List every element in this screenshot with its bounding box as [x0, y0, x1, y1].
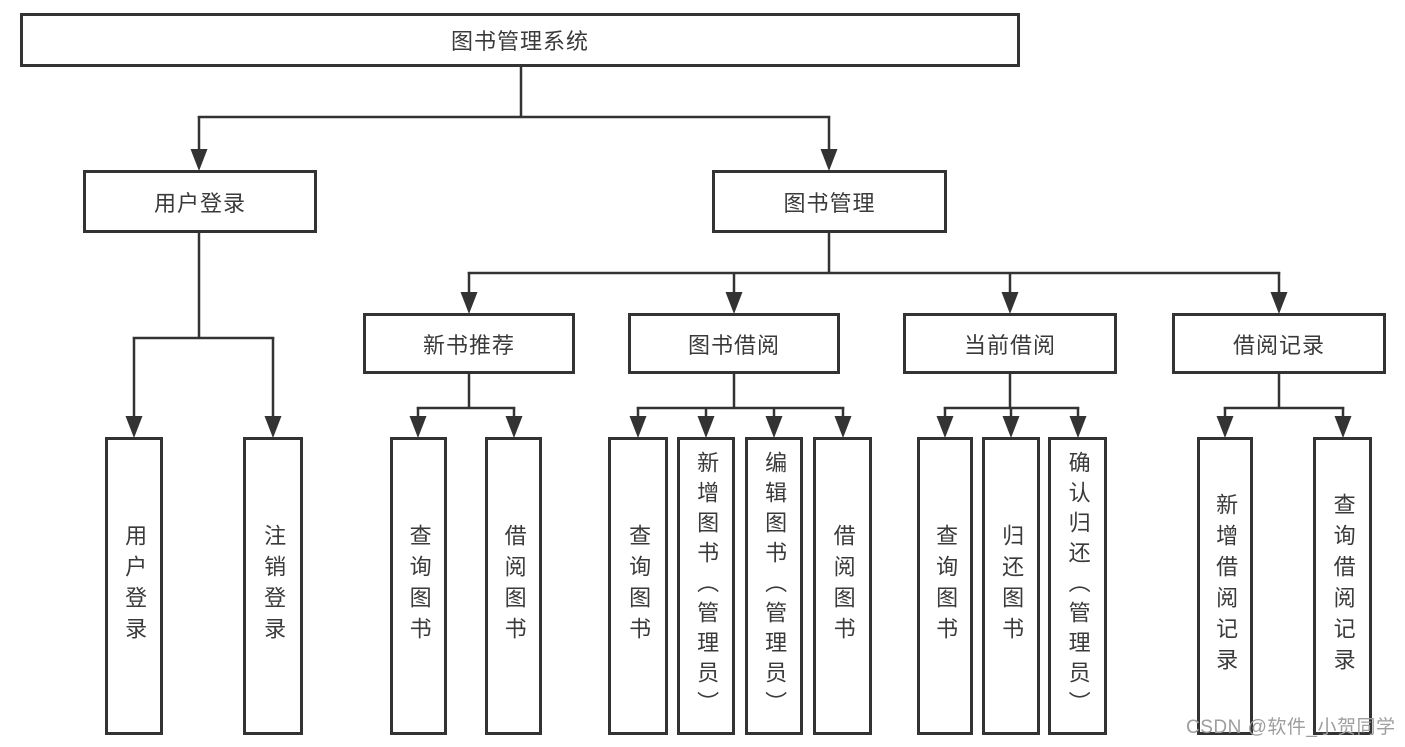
leaf-query-books-2-label: 查询图书	[626, 524, 652, 648]
leaf-query-books-3: 查询图书	[917, 437, 973, 735]
node-user-login: 用户登录	[83, 170, 317, 233]
leaf-add-borrow-record-label: 新增借阅记录	[1213, 493, 1239, 679]
leaf-query-books-3-label: 查询图书	[933, 524, 959, 648]
leaf-add-borrow-record: 新增借阅记录	[1197, 437, 1253, 735]
leaf-query-borrow-record: 查询借阅记录	[1313, 437, 1372, 735]
leaf-borrow-books-1-label: 借阅图书	[501, 524, 527, 648]
leaf-add-book-admin-label: 新增图书（管理员）	[694, 451, 720, 721]
connector-root-to-level1	[190, 67, 838, 171]
leaf-edit-book-admin: 编辑图书（管理员）	[745, 437, 803, 735]
leaf-query-books-1-label: 查询图书	[406, 524, 432, 648]
leaf-borrow-books-1: 借阅图书	[485, 437, 542, 735]
node-book-borrow: 图书借阅	[628, 313, 840, 374]
node-book-management: 图书管理	[712, 170, 947, 233]
node-library-system: 图书管理系统	[20, 13, 1020, 67]
connector-book-management-to-level2	[460, 233, 1288, 314]
node-library-system-label: 图书管理系统	[450, 29, 589, 54]
node-new-book-recommend-label: 新书推荐	[422, 332, 515, 358]
connector-new-book-recommend-children	[409, 374, 523, 438]
connector-borrow-records-children	[1216, 374, 1352, 438]
leaf-query-borrow-record-label: 查询借阅记录	[1330, 493, 1356, 679]
leaf-borrow-books-2: 借阅图书	[813, 437, 872, 735]
node-new-book-recommend: 新书推荐	[363, 313, 575, 374]
node-current-borrow: 当前借阅	[903, 313, 1117, 374]
node-borrow-records: 借阅记录	[1172, 313, 1386, 374]
leaf-query-books-2: 查询图书	[608, 437, 668, 735]
node-book-management-label: 图书管理	[783, 190, 876, 216]
node-book-borrow-label: 图书借阅	[687, 332, 780, 358]
leaf-confirm-return-admin-label: 确认归还（管理员）	[1065, 451, 1091, 721]
node-user-login-label: 用户登录	[153, 190, 246, 216]
leaf-query-books-1: 查询图书	[390, 437, 447, 735]
connector-current-borrow-children	[936, 374, 1087, 438]
leaf-user-login: 用户登录	[105, 437, 163, 735]
connector-book-borrow-children	[629, 374, 852, 438]
node-current-borrow-label: 当前借阅	[963, 332, 1056, 358]
leaf-edit-book-admin-label: 编辑图书（管理员）	[762, 451, 788, 721]
leaf-logout: 注销登录	[243, 437, 303, 735]
node-borrow-records-label: 借阅记录	[1232, 332, 1325, 358]
connector-user-login-children	[125, 233, 282, 438]
leaf-confirm-return-admin: 确认归还（管理员）	[1048, 437, 1107, 735]
leaf-return-books: 归还图书	[982, 437, 1040, 735]
watermark: CSDN @软件_小贺同学	[1186, 717, 1396, 738]
leaf-borrow-books-2-label: 借阅图书	[830, 524, 856, 648]
leaf-return-books-label: 归还图书	[999, 524, 1025, 648]
leaf-add-book-admin: 新增图书（管理员）	[677, 437, 735, 735]
leaf-user-login-label: 用户登录	[122, 524, 148, 648]
leaf-logout-label: 注销登录	[261, 524, 287, 648]
